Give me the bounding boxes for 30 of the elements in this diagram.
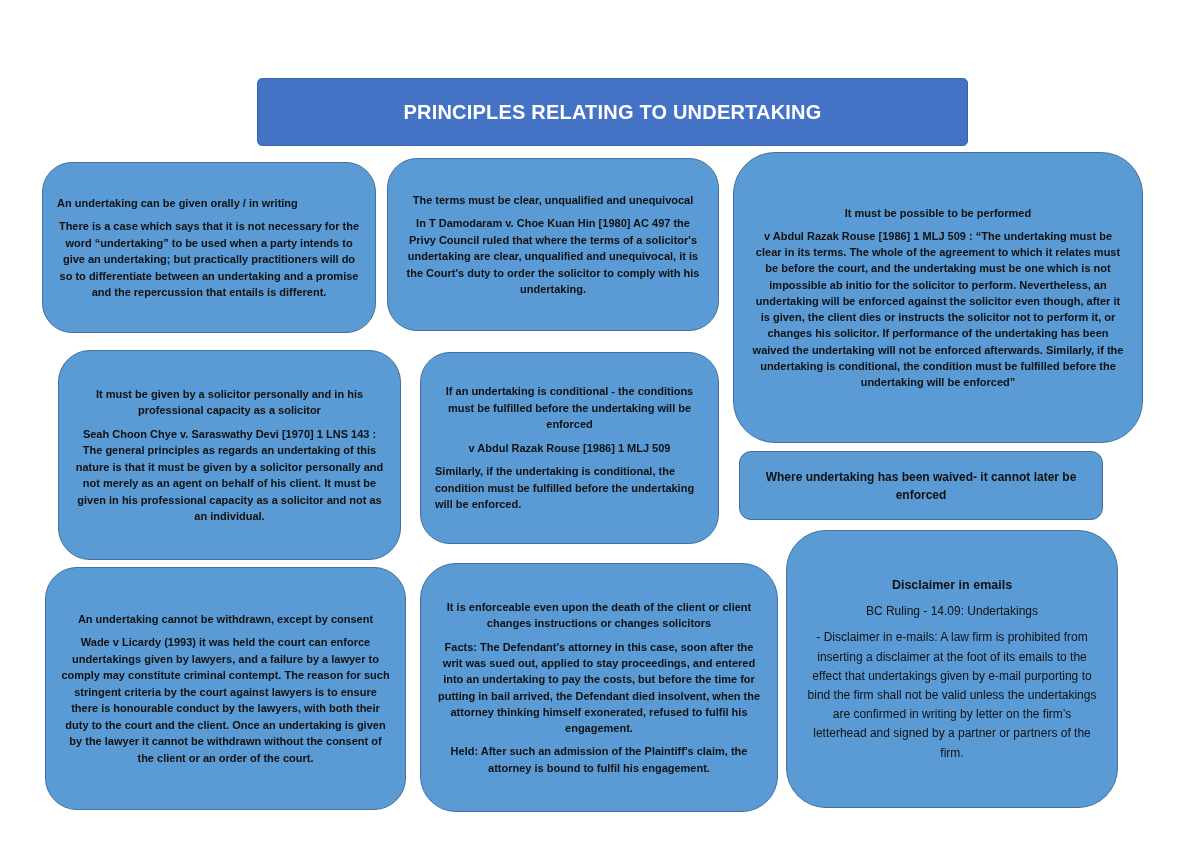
card-text: - Disclaimer in e-mails: A law firm is prohibited from inserting a disclaimer at the foot of its emails to the effect that undertakings given by e-mail purporting to bind the firm shall not be valid unless the undertakings are confirmed in writing by letter on the firm’s letterhead and signed by a partner or partners of the firm. bbox=[806, 629, 1098, 762]
case-facts: Facts: The Defendant's attorney in this case, soon after the writ was sued out, applied to stay proceedings, and entered into an undertaking to pay the costs, but before the time for putting in bail arrived, the Defendant died insolvent, when the attorney thinking himself exonerated, refused to fulfil his engagement. bbox=[436, 639, 762, 737]
note-card bbox=[45, 567, 406, 810]
card-heading: The terms must be clear, unqualified and unequivocal bbox=[411, 192, 695, 208]
case-holding: Held: After such an admission of the Plaintiff's claim, the attorney is bound to fulfil his engagement. bbox=[449, 744, 749, 776]
case-summary: In T Damodaram v. Choe Kuan Hin [1980] AC 497 the Privy Council ruled that where the terms of a solicitor's undertaking are clear, unqualified and unequivocal, it is the Court's duty to order the solicitor to comply with his undertaking. bbox=[405, 216, 701, 297]
note-card bbox=[739, 451, 1103, 520]
card-heading: An undertaking can be given orally / in writing bbox=[57, 195, 299, 211]
note-card bbox=[420, 563, 778, 812]
note-card bbox=[420, 352, 719, 544]
ruling-reference: BC Ruling - 14.09: Undertakings bbox=[864, 603, 1040, 621]
card-heading: Where undertaking has been waived- it cannot later be enforced bbox=[764, 468, 1078, 504]
note-card bbox=[786, 530, 1118, 808]
card-heading: It must be possible to be performed bbox=[843, 205, 1033, 221]
card-heading: If an undertaking is conditional - the conditions must be fulfilled before the undertaking will be enforced bbox=[444, 384, 695, 433]
case-quote: v Abdul Razak Rouse [1986] 1 MLJ 509 : “The undertaking must be clear in its terms. The whole of the agreement to which it relates must be before the court, and the undertaking must be one which is not impossible ab initio for the solicitor to perform. Nevertheless, an undertaking will be enforced against the solicitor even though, after it is given, the client dies or instructs the solicitor not to perform it, or changes his solicitor. If performance of the undertaking has been waived the undertaking will not be enforced afterwards. Similarly, if the undertaking is conditional, the condition must be fulfilled before the undertaking will be enforced” bbox=[751, 228, 1125, 391]
case-citation: v Abdul Razak Rouse [1986] 1 MLJ 509 bbox=[467, 440, 672, 456]
note-card bbox=[733, 152, 1143, 443]
note-card bbox=[387, 158, 719, 331]
card-text: Similarly, if the undertaking is conditional, the condition must be fulfilled before the undertaking will be enforced. bbox=[435, 464, 696, 513]
card-heading: It must be given by a solicitor personally and in his professional capacity as a solicitor bbox=[94, 386, 365, 418]
title-banner: PRINCIPLES RELATING TO UNDERTAKING bbox=[257, 78, 968, 146]
card-heading: Disclaimer in emails bbox=[890, 577, 1014, 595]
case-summary: Wade v Licardy (1993) it was held the court can enforce undertakings given by lawyers, and a failure by a lawyer to comply may constitute criminal contempt. The reason for such stringent criteria by the court against lawyers is to ensure there is honourable conduct by the lawyers, with both their duty to the court and the client. Once an undertaking is given by the lawyer it cannot be withdrawn without the consent of the client or an order of the court. bbox=[60, 635, 391, 766]
card-heading: An undertaking cannot be withdrawn, except by consent bbox=[76, 611, 375, 627]
card-text: There is a case which says that it is not necessary for the word “undertaking” to be used when a party intends to give an undertaking; but practically practitioners will do so to differentiate between an undertaking and a promise and the repercussion that entails is different. bbox=[57, 219, 361, 300]
card-heading: It is enforceable even upon the death of the client or client changes instructions or changes solicitors bbox=[445, 600, 753, 632]
note-card bbox=[58, 350, 401, 560]
case-summary: Seah Choon Chye v. Saraswathy Devi [1970] 1 LNS 143 : The general principles as regards an undertaking of this nature is that it must be given by a solicitor personally and not merely as an agent on behalf of his client. It must be given in his professional capacity as a solicitor and not as an individual. bbox=[74, 426, 385, 524]
note-card bbox=[42, 162, 376, 333]
